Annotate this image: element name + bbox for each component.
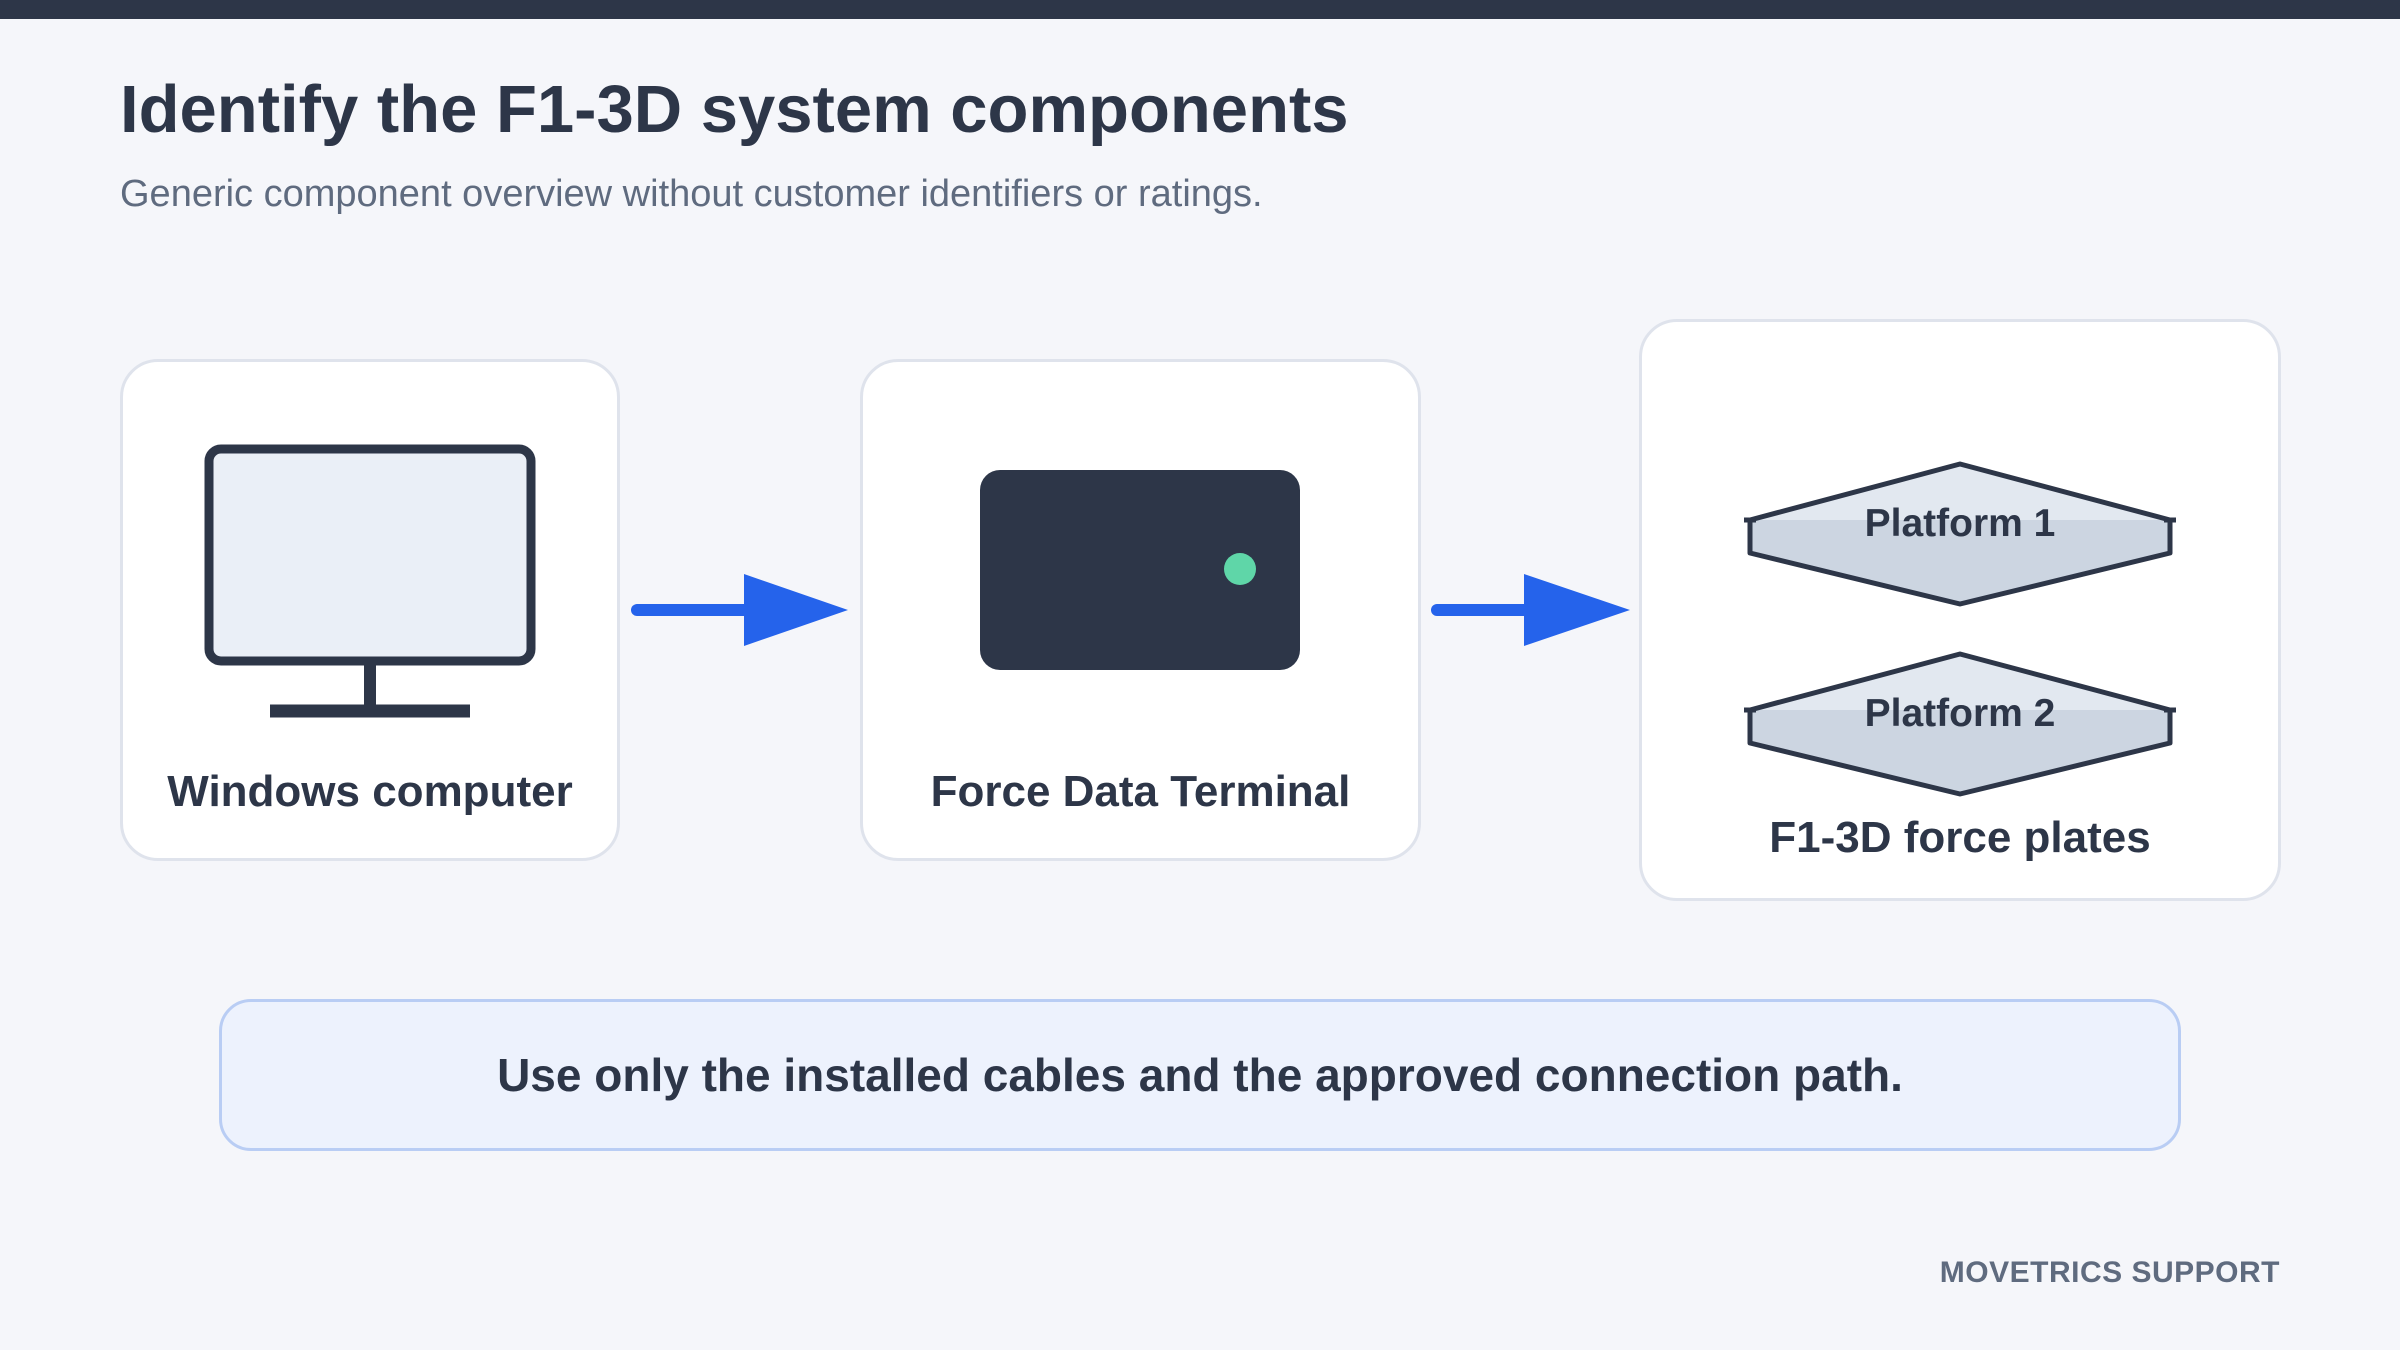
computer-card: Windows computer xyxy=(120,359,620,861)
connection-note-text: Use only the installed cables and the ap… xyxy=(497,1049,1903,1101)
arrow-right-icon xyxy=(631,574,848,646)
footer-brand: MOVETRICS SUPPORT xyxy=(1939,1256,2280,1289)
computer-label: Windows computer xyxy=(167,767,573,816)
top-accent-bar xyxy=(0,0,2400,19)
page-subtitle: Generic component overview without custo… xyxy=(120,173,1263,215)
force-plates-label: F1-3D force plates xyxy=(1769,813,2151,862)
page-title: Identify the F1-3D system components xyxy=(120,72,1349,147)
terminal-card: Force Data Terminal xyxy=(860,359,1421,861)
force-plates-card: F1-3D force plates xyxy=(1639,319,2281,901)
arrow-right-icon xyxy=(1431,574,1630,646)
terminal-label: Force Data Terminal xyxy=(930,767,1351,816)
connection-note: Use only the installed cables and the ap… xyxy=(219,999,2181,1151)
